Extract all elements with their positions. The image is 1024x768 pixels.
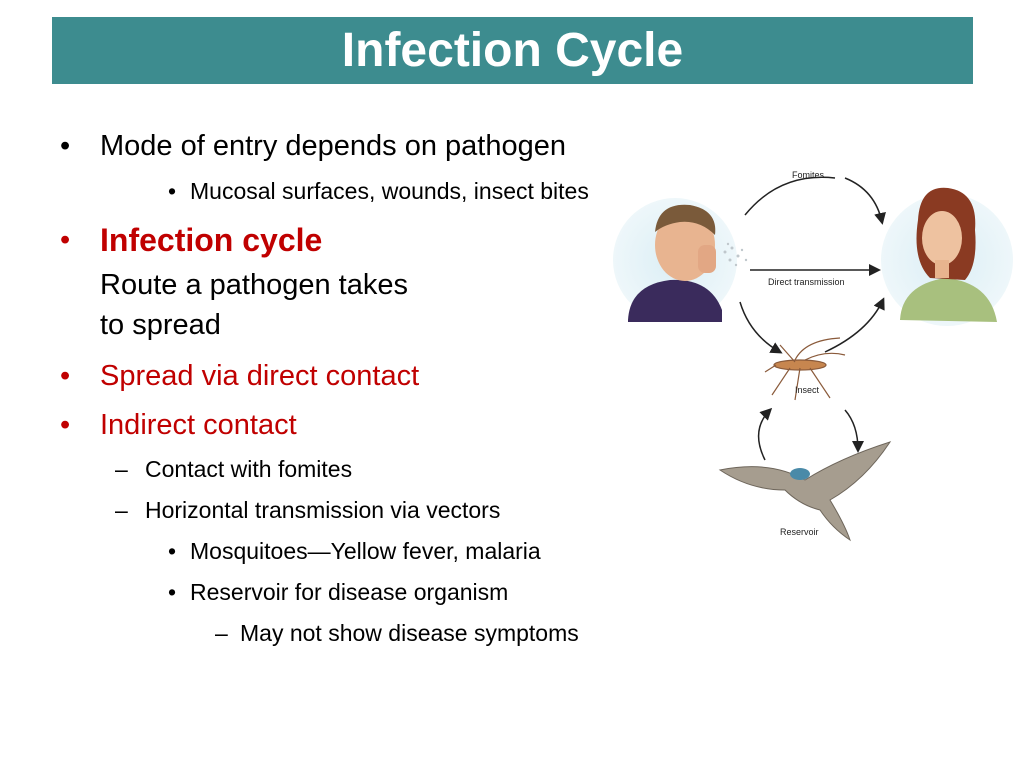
infection-cycle-diagram: Fomites Direct transmission Insect Reser… xyxy=(613,170,1013,542)
fomites-label: Fomites xyxy=(792,170,825,180)
sub-bullet-vectors: Horizontal transmission via vectors xyxy=(145,497,501,523)
bullet-indirect-contact: Indirect contact xyxy=(100,409,297,441)
sub-bullet-entry-sites: Mucosal surfaces, wounds, insect bites xyxy=(190,178,589,204)
title-banner: Infection Cycle xyxy=(52,17,973,84)
direct-transmission-label: Direct transmission xyxy=(768,277,845,287)
sub-bullet-fomites: Contact with fomites xyxy=(145,456,353,482)
bullet-marker: • xyxy=(168,579,177,605)
slide-title: Infection Cycle xyxy=(341,24,684,77)
arrow-to-insect xyxy=(739,301,783,354)
reservoir-label: Reservoir xyxy=(780,527,819,537)
dash-marker: – xyxy=(215,620,228,646)
sub-bullet-no-symptoms: May not show disease symptoms xyxy=(240,620,579,646)
arrow-reservoir-to-insect xyxy=(757,407,773,461)
bullet-direct-contact: Spread via direct contact xyxy=(100,360,420,392)
dash-marker: – xyxy=(115,497,128,523)
infection-cycle-definition-line1: Route a pathogen takes xyxy=(100,269,408,301)
bullet-marker: • xyxy=(60,224,71,256)
infection-cycle-figure: Fomites Direct transmission Insect Reser… xyxy=(600,160,1024,560)
bullet-marker: • xyxy=(60,409,71,441)
mosquito-icon xyxy=(764,337,846,401)
bullet-marker: • xyxy=(168,538,177,564)
bullet-marker: • xyxy=(60,360,71,392)
bullet-mode-of-entry: Mode of entry depends on pathogen xyxy=(100,130,566,162)
arrow-insect-to-reservoir xyxy=(844,409,864,453)
sneezing-person-icon xyxy=(613,198,748,322)
arrow-from-fomites xyxy=(844,177,886,225)
dash-marker: – xyxy=(115,456,128,482)
sub-bullet-reservoir: Reservoir for disease organism xyxy=(190,579,509,605)
arrow-from-insect xyxy=(824,297,885,353)
sub-bullet-mosquitoes: Mosquitoes—Yellow fever, malaria xyxy=(190,538,541,564)
bullet-marker: • xyxy=(60,130,71,162)
infection-cycle-definition-line2: to spread xyxy=(100,309,221,341)
bullet-marker: • xyxy=(168,178,177,204)
woman-icon xyxy=(881,187,1013,326)
insect-label: Insect xyxy=(795,385,820,395)
arrow-to-fomites xyxy=(744,176,836,216)
bullet-infection-cycle: Infection cycle xyxy=(100,222,323,258)
bird-icon xyxy=(718,441,892,542)
